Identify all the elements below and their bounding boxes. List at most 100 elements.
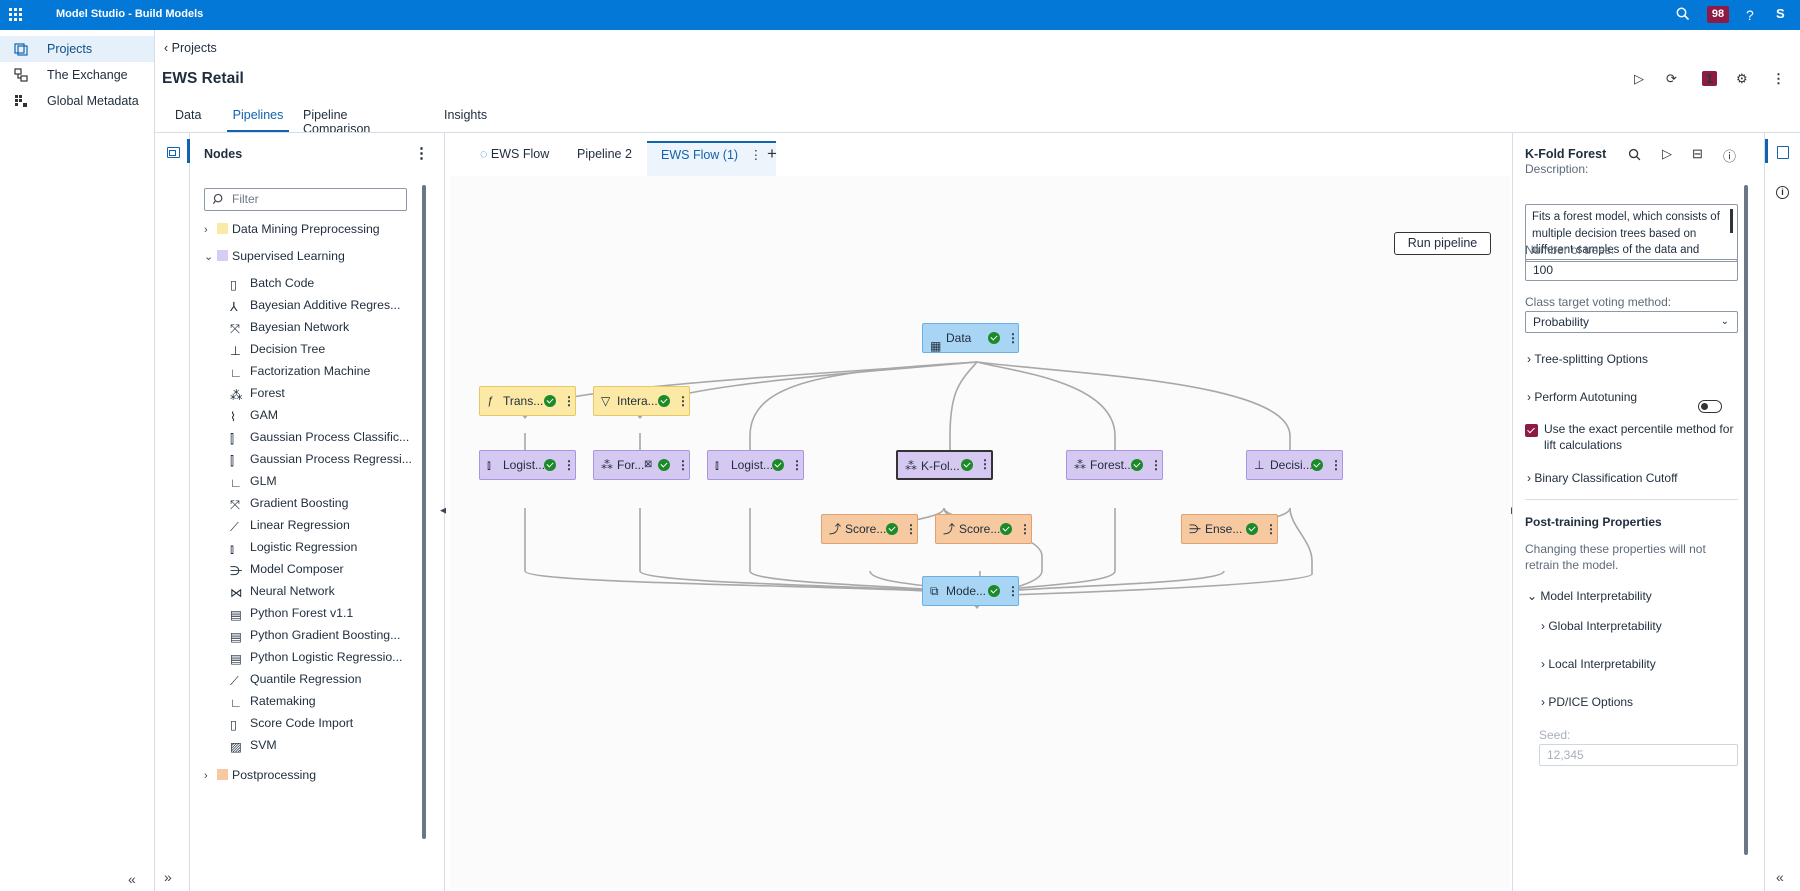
run-icon[interactable]: ▷ xyxy=(1634,71,1644,86)
node-quantile-regression[interactable]: ⟋Quantile Regression xyxy=(230,672,362,688)
exact-percentile-checkbox[interactable] xyxy=(1525,424,1538,437)
node-python-forest[interactable]: ▤Python Forest v1.1 xyxy=(230,606,354,622)
flow-node-logistic-regression-1[interactable]: ⫾ Logist... ⋮ xyxy=(479,450,576,480)
seed-input[interactable]: 12,345 xyxy=(1539,744,1738,766)
pd-ice-options-section[interactable]: › PD/ICE Options xyxy=(1541,695,1634,709)
flow-node-forest-1[interactable]: ⁂ For... ⊠ ⋮ xyxy=(593,450,690,480)
node-bayesian-network[interactable]: ⤧Bayesian Network xyxy=(230,320,350,336)
nav-item-the-exchange[interactable]: The Exchange xyxy=(0,62,154,88)
node-neural-network[interactable]: ⋈Neural Network xyxy=(230,584,335,600)
node-menu-icon[interactable]: ⋮ xyxy=(563,458,575,472)
node-model-composer[interactable]: ⋺Model Composer xyxy=(230,562,344,578)
perform-autotuning-section[interactable]: › Perform Autotuning xyxy=(1527,390,1638,404)
node-menu-icon[interactable]: ⋮ xyxy=(563,394,575,408)
tree-splitting-options-section[interactable]: › Tree-splitting Options xyxy=(1527,352,1648,366)
node-gaussian-process-regression[interactable]: ⫿Gaussian Process Regressi... xyxy=(230,452,412,468)
properties-panel-icon[interactable] xyxy=(1777,146,1789,159)
node-gam[interactable]: ⌇GAM xyxy=(230,408,279,424)
settings-icon[interactable]: ⚙ xyxy=(1736,71,1748,86)
node-batch-code[interactable]: ▯Batch Code xyxy=(230,276,315,292)
flow-node-forest-2[interactable]: ⁂ Forest... ⋮ xyxy=(1066,450,1163,480)
flow-node-kfold-forest[interactable]: ⁂ K-Fol... ⋮ xyxy=(896,450,993,480)
flow-node-interactive-binning[interactable]: ▽ Intera... ⋮ xyxy=(593,386,690,416)
save-icon[interactable]: ⊟ xyxy=(1692,146,1703,161)
tab-insights[interactable]: Insights xyxy=(444,108,488,122)
node-bayesian-additive-regression[interactable]: ⅄Bayesian Additive Regres... xyxy=(230,298,401,314)
nav-item-global-metadata[interactable]: Global Metadata xyxy=(0,88,154,114)
node-menu-icon[interactable]: ⋮ xyxy=(1007,584,1019,598)
node-forest[interactable]: ⁂Forest xyxy=(230,386,285,402)
node-logistic-regression[interactable]: ⫾Logistic Regression xyxy=(230,540,358,556)
node-menu-icon[interactable]: ⋮ xyxy=(677,458,689,472)
flow-node-model-comparison[interactable]: ⧉ Mode... ⋮ xyxy=(922,576,1019,606)
flow-node-data[interactable]: ▦ Data ⋮ xyxy=(922,323,1019,353)
nav-item-projects[interactable]: Projects xyxy=(0,36,154,62)
global-interpretability-section[interactable]: › Global Interpretability xyxy=(1541,619,1662,633)
node-linear-regression[interactable]: ⟋Linear Regression xyxy=(230,518,350,534)
pipeline-tab-ews-flow-1[interactable]: EWS Flow (1) ⋮ xyxy=(647,141,777,176)
flow-node-transformations[interactable]: ƒ Trans... ⋮ xyxy=(479,386,576,416)
flow-node-score-code-2[interactable]: ⤴ Score... ⋮ xyxy=(935,514,1032,544)
flow-node-decision-tree[interactable]: ⊥ Decisi... ⋮ xyxy=(1246,450,1343,480)
tab-menu-icon[interactable]: ⋮ xyxy=(749,148,763,162)
node-menu-icon[interactable]: ⋮ xyxy=(1007,331,1019,345)
model-interpretability-section[interactable]: ⌄ Model Interpretability xyxy=(1527,589,1652,603)
node-menu-icon[interactable]: ⋮ xyxy=(1330,458,1342,472)
tab-pipeline-comparison[interactable]: Pipeline Comparison xyxy=(303,108,371,136)
voting-method-select[interactable]: Probability ⌄ xyxy=(1525,311,1738,333)
node-factorization-machine[interactable]: ∟Factorization Machine xyxy=(230,364,371,380)
node-python-logistic-regression[interactable]: ▤Python Logistic Regressio... xyxy=(230,650,403,666)
node-menu-icon[interactable]: ⋮ xyxy=(677,394,689,408)
breadcrumb-projects[interactable]: Projects xyxy=(171,41,217,55)
node-ratemaking[interactable]: ∟Ratemaking xyxy=(230,694,316,710)
binary-classification-cutoff-section[interactable]: › Binary Classification Cutoff xyxy=(1527,471,1678,485)
expand-panel-icon[interactable]: » xyxy=(164,869,172,885)
info-icon[interactable]: i xyxy=(1776,186,1789,199)
flow-node-score-code-1[interactable]: ⤴ Score... ⋮ xyxy=(821,514,918,544)
node-menu-icon[interactable]: ⋮ xyxy=(791,458,803,472)
search-icon[interactable] xyxy=(1676,7,1690,21)
help-circle-icon[interactable]: ⓘ xyxy=(1723,149,1737,164)
number-of-trees-input[interactable]: 100 xyxy=(1525,259,1738,281)
flow-node-logistic-regression-2[interactable]: ⫾ Logist... ⋮ xyxy=(707,450,804,480)
project-badge[interactable]: 1 xyxy=(1702,71,1717,86)
search-icon[interactable] xyxy=(1628,148,1641,161)
collapse-right-panel-icon[interactable]: « xyxy=(1776,869,1784,885)
refresh-icon[interactable]: ⟳ xyxy=(1666,71,1677,86)
node-glm[interactable]: ∟GLM xyxy=(230,474,277,490)
collapse-nav-icon[interactable]: « xyxy=(128,871,136,887)
node-gaussian-process-classification[interactable]: ⫿Gaussian Process Classific... xyxy=(230,430,410,446)
tab-pipelines[interactable]: Pipelines xyxy=(227,104,289,132)
node-svm[interactable]: ▨SVM xyxy=(230,738,277,754)
nodes-scrollbar[interactable] xyxy=(422,185,426,839)
add-pipeline-button[interactable]: + xyxy=(767,144,777,163)
notification-badge[interactable]: 98 xyxy=(1707,6,1729,23)
run-node-icon[interactable]: ▷ xyxy=(1662,146,1672,161)
nodes-panel-icon[interactable] xyxy=(167,147,180,158)
left-panel-resize-handle[interactable]: ◀ xyxy=(440,505,447,515)
group-postprocessing[interactable]: ›Postprocessing xyxy=(204,765,316,785)
pipeline-tab-pipeline-2[interactable]: Pipeline 2 xyxy=(577,147,632,161)
group-supervised-learning[interactable]: ⌄Supervised Learning xyxy=(204,246,345,266)
properties-scrollbar[interactable] xyxy=(1744,185,1748,855)
help-icon[interactable]: ? xyxy=(1746,7,1754,23)
flow-node-ensemble[interactable]: ⋺ Ense... ⋮ xyxy=(1181,514,1278,544)
nodes-menu-icon[interactable]: ⋮ xyxy=(414,145,429,162)
more-options-icon[interactable]: ⋮ xyxy=(1772,71,1785,86)
node-score-code-import[interactable]: ▯Score Code Import xyxy=(230,716,354,732)
node-decision-tree[interactable]: ⊥Decision Tree xyxy=(230,342,326,358)
node-gradient-boosting[interactable]: ⤧Gradient Boosting xyxy=(230,496,349,512)
pipeline-tab-ews-flow[interactable]: ◌ EWS Flow xyxy=(480,147,550,161)
group-data-mining-preprocessing[interactable]: ›Data Mining Preprocessing xyxy=(204,219,380,239)
node-menu-icon[interactable]: ⋮ xyxy=(905,522,917,536)
breadcrumb[interactable]: ‹ Projects xyxy=(164,41,217,55)
tab-data[interactable]: Data xyxy=(175,108,202,122)
description-field[interactable]: Fits a forest model, which consists of m… xyxy=(1525,204,1738,262)
autotuning-toggle[interactable] xyxy=(1698,400,1722,413)
node-python-gradient-boosting[interactable]: ▤Python Gradient Boosting... xyxy=(230,628,401,644)
run-pipeline-button[interactable]: Run pipeline xyxy=(1394,232,1491,255)
node-menu-icon[interactable]: ⋮ xyxy=(1150,458,1162,472)
description-scrollbar[interactable] xyxy=(1730,209,1733,233)
node-menu-icon[interactable]: ⋮ xyxy=(1019,522,1031,536)
app-switcher-icon[interactable] xyxy=(9,8,23,22)
